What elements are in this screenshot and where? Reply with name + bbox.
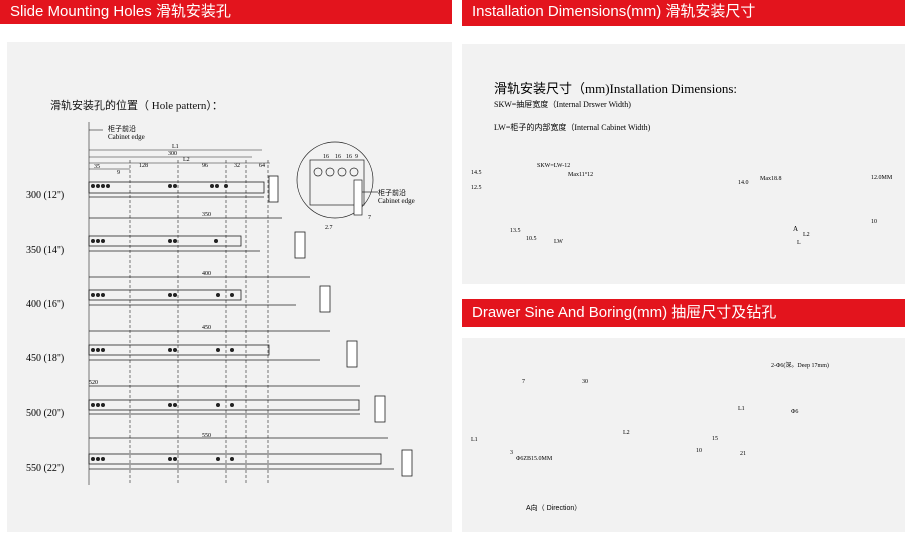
installation-panel <box>462 44 905 284</box>
dim-550: 550 <box>202 433 211 439</box>
detail-dim-16c: 16 <box>346 154 352 160</box>
dim-L2: L2 <box>183 157 190 163</box>
boring-dim-30: 30 <box>582 379 588 385</box>
size-label-400: 400 (16") <box>26 299 65 310</box>
install-dim-10-5: 10.5 <box>526 236 537 242</box>
boring-dim-deep: 2-Φ6(深。Deep 17mm) <box>771 363 829 369</box>
dim-64: 64 <box>259 163 265 169</box>
detail-dim-16a: 16 <box>323 154 329 160</box>
boring-dim-21: 21 <box>740 451 746 457</box>
installation-title: 滑轨安装尺寸（mm)Installation Dimensions: <box>494 81 738 96</box>
dim-520: 520 <box>89 380 98 386</box>
install-dim-skw: SKW=LW-12 <box>537 163 571 169</box>
dim-L1: L1 <box>172 144 179 150</box>
bottom-right-section-header: Drawer Sine And Boring(mm) 抽屉尺寸及钻孔 <box>462 299 905 327</box>
detail-dim-16b: 16 <box>335 154 341 160</box>
detail-edge-label-en: Cabinet edge <box>378 197 415 205</box>
size-label-300: 300 (12") <box>26 190 65 201</box>
cabinet-edge-label-en: Cabinet edge <box>108 133 145 141</box>
dim-32: 32 <box>234 163 240 169</box>
dim-35: 35 <box>94 164 100 170</box>
install-dim-angle: Max11°12 <box>568 172 594 178</box>
install-dim-10: 10 <box>871 219 877 225</box>
install-dim-14-5: 14.5 <box>471 170 482 176</box>
boring-dim-hole: Φ6ZB15.0MM <box>516 456 553 462</box>
dim-128: 128 <box>139 163 148 169</box>
lw-definition: LW=柜子的内部宽度（Internal Cabinet Width) <box>494 123 651 132</box>
size-label-450: 450 (18") <box>26 353 65 364</box>
direction-label: A向（ Direction） <box>526 505 582 512</box>
size-label-550: 550 (22") <box>26 463 65 474</box>
boring-panel <box>462 338 905 532</box>
dim-400: 400 <box>202 271 211 277</box>
boring-dim-phi6: Φ6 <box>791 409 799 415</box>
dim-450: 450 <box>202 325 211 331</box>
hole-pattern-caption: 滑轨安装孔的位置（ Hole pattern）： <box>50 100 223 112</box>
install-dim-L: L <box>797 240 801 246</box>
hole-pattern-panel <box>7 42 452 532</box>
boring-dim-10: 10 <box>696 448 702 454</box>
detail-dim-9: 9 <box>355 154 358 160</box>
install-dim-L2: L2 <box>803 232 810 238</box>
skw-definition: SKW=抽屉宽度（Internal Drswer Width) <box>494 100 631 109</box>
boring-dim-3: 3 <box>510 450 513 456</box>
install-dim-max18-8: Max18.8 <box>760 176 782 182</box>
installation-dimensions-title: Installation Dimensions(mm) 滑轨安装尺寸 <box>472 3 756 20</box>
dim-9: 9 <box>117 170 120 176</box>
left-section-header: Slide Mounting Holes 滑轨安装孔 <box>0 0 452 24</box>
install-dim-12-5: 12.5 <box>471 185 482 191</box>
dim-96: 96 <box>202 163 208 169</box>
boring-dim-15: 15 <box>712 436 718 442</box>
install-dim-lw: LW <box>554 239 563 245</box>
install-dim-13-5: 13.5 <box>510 228 521 234</box>
install-dim-14-0: 14.0 <box>738 180 749 186</box>
drawer-boring-title: Drawer Sine And Boring(mm) 抽屉尺寸及钻孔 <box>472 304 777 321</box>
size-label-350: 350 (14") <box>26 245 65 256</box>
dim-350: 350 <box>202 212 211 218</box>
boring-dim-L2: L2 <box>623 430 630 436</box>
detail-edge-label-cn: 柜子前沿 <box>378 189 406 197</box>
top-right-section-header: Installation Dimensions(mm) 滑轨安装尺寸 <box>462 0 905 26</box>
boring-dim-L1b: L1 <box>738 406 745 412</box>
install-dim-12mm: 12.0MM <box>871 175 893 181</box>
dim-300: 300 <box>168 151 177 157</box>
left-section-title: Slide Mounting Holes 滑轨安装孔 <box>10 3 231 20</box>
detail-dim-7: 7 <box>368 215 371 221</box>
boring-dim-7: 7 <box>522 379 525 385</box>
cabinet-edge-label-cn: 柜子前沿 <box>108 125 136 133</box>
boring-dim-L1: L1 <box>471 437 478 443</box>
install-dim-A: A <box>793 225 799 233</box>
size-label-500: 500 (20") <box>26 408 65 419</box>
detail-dim-2-7: 2.7 <box>325 225 333 231</box>
